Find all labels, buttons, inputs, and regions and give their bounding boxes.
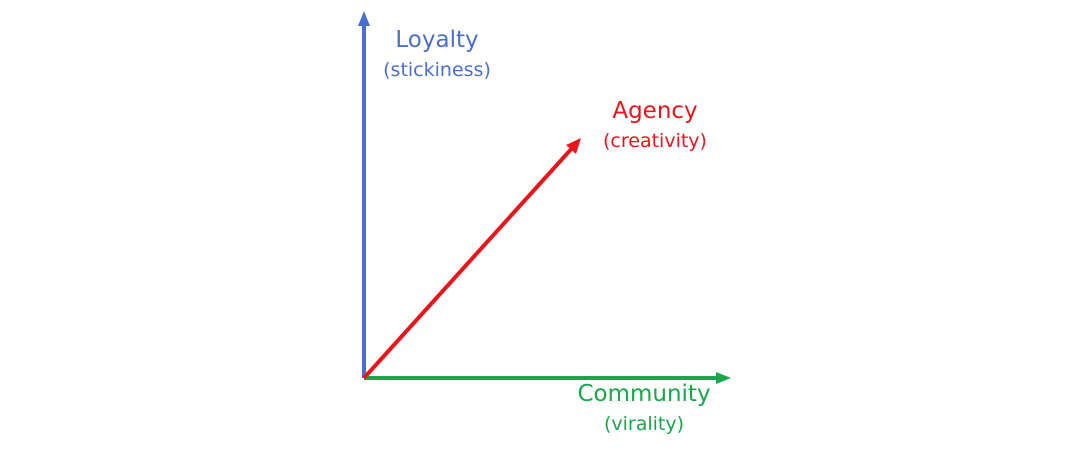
agency-title: Agency [612,98,698,124]
loyalty-title: Loyalty [395,27,479,53]
agency-subtitle: (creativity) [603,129,707,152]
agency-vector-arrowhead [566,138,581,154]
community-label: Community (virality) [577,381,710,435]
community-axis-arrowhead [716,372,731,384]
community-subtitle: (virality) [603,412,685,435]
loyalty-label: Loyalty (stickiness) [383,27,491,81]
agency-vector-line [362,144,576,380]
community-title: Community [577,381,711,407]
loyalty-subtitle: (stickiness) [383,58,491,81]
agency-label: Agency (creativity) [603,98,707,152]
loyalty-axis-arrowhead [358,11,370,26]
